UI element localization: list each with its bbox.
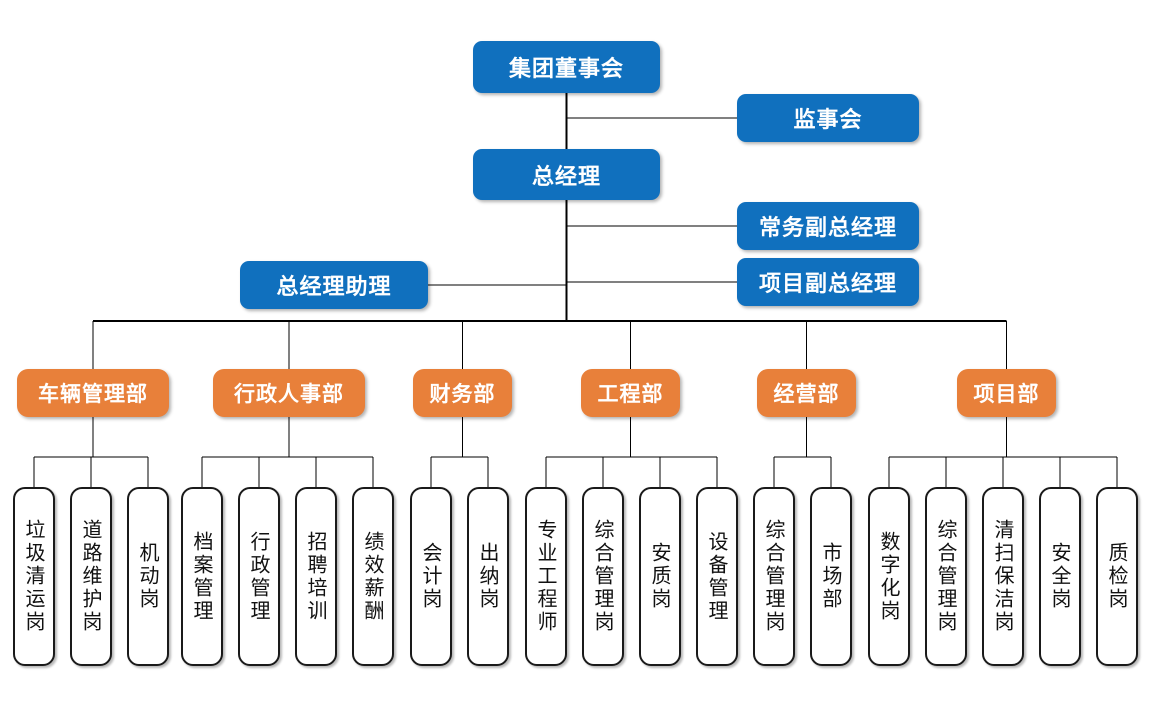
node-department-3[interactable]: 财务部 xyxy=(413,369,512,417)
node-post-6-5[interactable]: 质检岗 xyxy=(1096,487,1138,666)
node-post-3-2[interactable]: 出纳岗 xyxy=(467,487,509,666)
node-department-2[interactable]: 行政人事部 xyxy=(213,369,365,417)
node-department-6[interactable]: 项目部 xyxy=(957,369,1056,417)
node-project-deputy-gm[interactable]: 项目副总经理 xyxy=(737,258,919,306)
node-post-6-2[interactable]: 综合管理岗 xyxy=(925,487,967,666)
node-general-manager[interactable]: 总经理 xyxy=(473,149,660,200)
node-post-2-3[interactable]: 招聘培训 xyxy=(295,487,337,666)
node-post-2-1[interactable]: 档案管理 xyxy=(181,487,223,666)
node-post-4-3[interactable]: 安质岗 xyxy=(639,487,681,666)
node-post-4-1[interactable]: 专业工程师 xyxy=(525,487,567,666)
node-post-6-1[interactable]: 数字化岗 xyxy=(868,487,910,666)
node-board-of-directors[interactable]: 集团董事会 xyxy=(473,41,660,93)
node-executive-deputy-gm[interactable]: 常务副总经理 xyxy=(737,202,919,250)
node-supervisory-board[interactable]: 监事会 xyxy=(737,94,919,142)
node-department-4[interactable]: 工程部 xyxy=(581,369,680,417)
node-post-6-4[interactable]: 安全岗 xyxy=(1039,487,1081,666)
node-post-2-2[interactable]: 行政管理 xyxy=(238,487,280,666)
node-post-4-4[interactable]: 设备管理 xyxy=(696,487,738,666)
node-post-3-1[interactable]: 会计岗 xyxy=(410,487,452,666)
node-gm-assistant[interactable]: 总经理助理 xyxy=(240,261,428,309)
node-department-1[interactable]: 车辆管理部 xyxy=(17,369,169,417)
node-post-4-2[interactable]: 综合管理岗 xyxy=(582,487,624,666)
node-department-5[interactable]: 经营部 xyxy=(757,369,856,417)
node-post-1-3[interactable]: 机动岗 xyxy=(127,487,169,666)
node-post-5-2[interactable]: 市场部 xyxy=(810,487,852,666)
node-post-6-3[interactable]: 清扫保洁岗 xyxy=(982,487,1024,666)
node-post-2-4[interactable]: 绩效薪酬 xyxy=(352,487,394,666)
node-post-1-2[interactable]: 道路维护岗 xyxy=(70,487,112,666)
node-post-5-1[interactable]: 综合管理岗 xyxy=(753,487,795,666)
node-post-1-1[interactable]: 垃圾清运岗 xyxy=(13,487,55,666)
